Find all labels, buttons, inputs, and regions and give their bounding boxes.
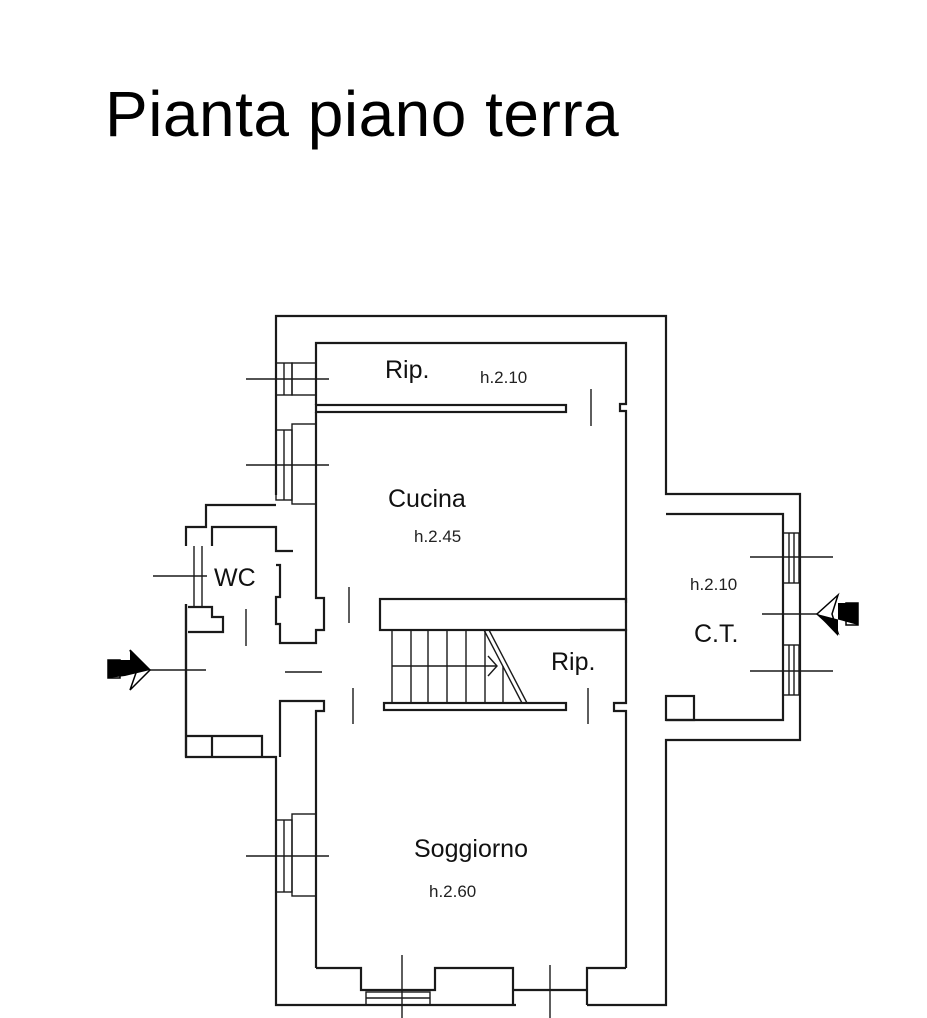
room-label-wc: WC [214, 564, 256, 592]
room-height-soggiorno: h.2.60 [429, 882, 476, 901]
room-label-soggiorno: Soggiorno [414, 835, 528, 863]
doors [150, 389, 592, 724]
room-height-ct: h.2.10 [690, 575, 737, 594]
entrance-arrow-icon [815, 592, 859, 636]
room-label-cucina: Cucina [388, 485, 466, 513]
room-label-ct: C.T. [694, 620, 738, 648]
page-title: Pianta piano terra [105, 78, 620, 150]
inner-walls [186, 341, 785, 1005]
entrance-arrow-icon [107, 649, 152, 691]
room-label-rip-top: Rip. [385, 356, 429, 384]
room-height-cucina: h.2.45 [414, 527, 461, 546]
room-height-rip-top: h.2.10 [480, 368, 527, 387]
staircase [391, 629, 528, 704]
room-label-rip-stairs: Rip. [551, 648, 595, 676]
outer-walls [184, 314, 802, 1007]
windows [153, 362, 833, 1018]
